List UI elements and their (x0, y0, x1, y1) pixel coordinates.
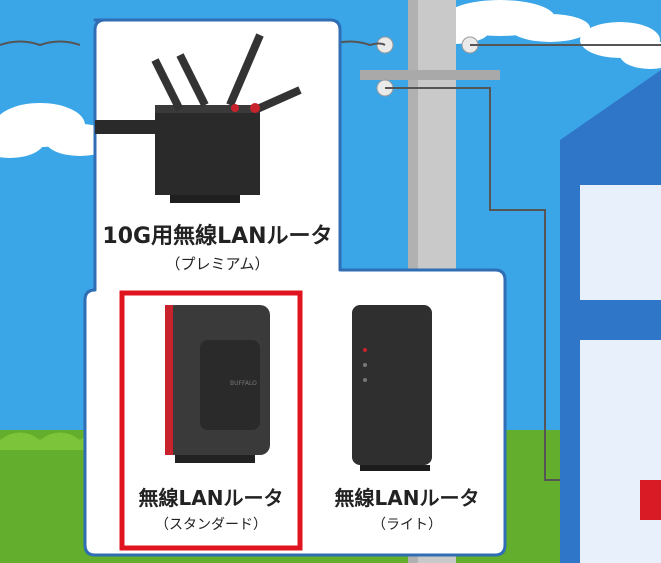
standard-router-name: 無線LANルータ (138, 486, 284, 510)
premium-router-name: 10G用無線LANルータ (102, 224, 333, 249)
light-router-subtitle: （ライト） (372, 517, 442, 533)
cloud-left (0, 103, 115, 158)
svg-text:BUFFALO: BUFFALO (230, 380, 257, 387)
light-router-image (352, 305, 432, 471)
selection-highlight (119, 290, 303, 551)
standard-router-image: BUFFALO (165, 305, 270, 463)
premium-router-caption: 10G用無線LANルータ （プレミアム） (95, 218, 340, 274)
standard-router-caption: 無線LANルータ （スタンダード） (122, 482, 300, 534)
light-router-caption: 無線LANルータ （ライト） (312, 482, 502, 534)
premium-router-subtitle: （プレミアム） (165, 255, 270, 273)
standard-router-subtitle: （スタンダード） (155, 517, 267, 533)
cloud-right (580, 22, 661, 69)
light-router-name: 無線LANルータ (334, 486, 480, 510)
house (560, 70, 661, 563)
premium-router-image (95, 33, 302, 203)
